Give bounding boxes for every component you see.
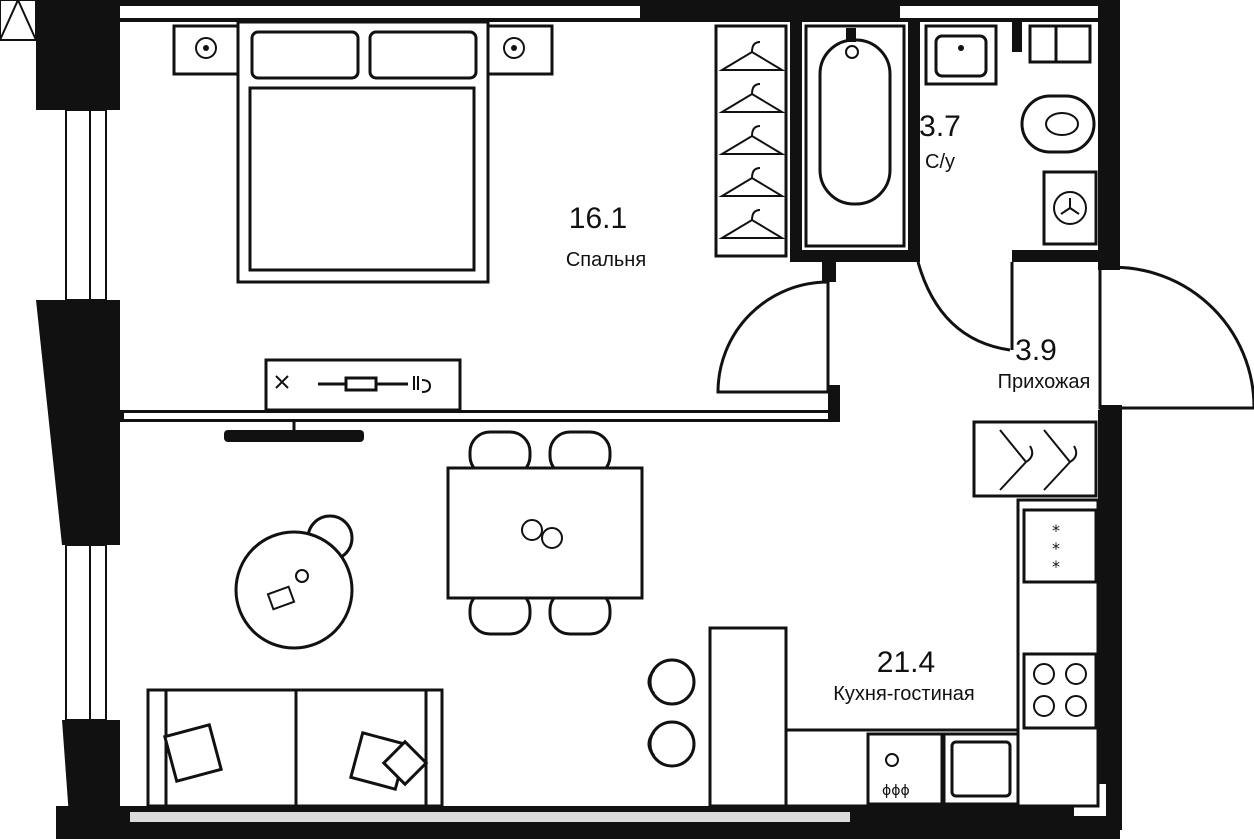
hall-wardrobe	[972, 420, 1098, 498]
pillow-left	[250, 30, 360, 80]
wc-wall-stub	[1012, 22, 1022, 52]
bathroom-fixtures	[804, 24, 1098, 248]
hall-closet	[972, 420, 1098, 498]
dining-table	[446, 466, 644, 600]
bathtub-basin	[818, 38, 892, 206]
entrance-door	[1098, 265, 1254, 410]
device-icon	[413, 376, 432, 393]
bar-counter	[708, 626, 788, 808]
hood	[1022, 508, 1098, 584]
corner-marker	[0, 0, 37, 41]
bath-name: С/у	[925, 151, 955, 173]
exterior-walls	[0, 0, 1122, 839]
right-wall-upper	[1098, 0, 1120, 270]
left-wall-middle	[36, 300, 120, 545]
dishwasher	[866, 732, 944, 806]
hall-wall-stub	[828, 385, 840, 422]
cushion	[162, 722, 224, 784]
svg-text:ϕϕϕ: ϕϕϕ	[882, 783, 910, 799]
coffee-table	[234, 514, 354, 650]
shelf	[1028, 24, 1092, 64]
bath-wc-wall	[908, 22, 920, 262]
bath-tap	[846, 28, 856, 42]
top-wall-window-2	[900, 6, 1100, 18]
left-window-top	[65, 109, 107, 301]
room-labels: 16.1 Спальня 3.7 С/у 3.9 Прихожая 21.4 К…	[566, 110, 1091, 705]
bottom-wall	[56, 806, 1120, 839]
hall-area: 3.9	[1015, 334, 1057, 367]
blanket	[248, 86, 476, 272]
top-wall-window	[120, 6, 640, 18]
cooktop	[1022, 652, 1098, 730]
bedroom-furniture	[172, 20, 788, 442]
bedroom-area: 16.1	[569, 202, 627, 235]
bar-stool	[648, 720, 696, 768]
svg-text:*: *	[1052, 539, 1060, 558]
bedroom-bath-wall	[790, 22, 802, 262]
svg-text:*: *	[1052, 557, 1060, 576]
round-table	[234, 530, 354, 650]
hall-name: Прихожая	[998, 371, 1091, 393]
pillow-right	[368, 30, 478, 80]
living-area: 21.4	[877, 646, 935, 679]
bath-bottom-wall	[790, 250, 920, 262]
living-name: Кухня-гостиная	[833, 683, 975, 705]
right-wall-lower	[1098, 410, 1122, 830]
bath-door	[916, 261, 1011, 352]
bedroom-name: Спальня	[566, 249, 646, 271]
nightstand-right	[486, 24, 554, 76]
cushion	[381, 739, 429, 787]
bottom-wall-window	[130, 812, 850, 822]
hanger-icons	[718, 41, 786, 239]
left-wall-top	[36, 0, 120, 110]
left-wall-bottom	[62, 720, 120, 830]
plant-icon	[275, 375, 289, 389]
tv	[224, 430, 364, 442]
wc-bottom-wall	[1012, 250, 1112, 262]
toilet	[1020, 94, 1096, 154]
bar-stool	[648, 658, 696, 706]
bedroom-door	[716, 280, 830, 394]
doors	[716, 261, 1254, 410]
dining-set	[446, 430, 644, 636]
left-window-bottom	[65, 544, 107, 721]
kitchen: * * * ϕϕϕ	[647, 498, 1100, 808]
svg-text:*: *	[1052, 521, 1060, 540]
bath-wall-stub	[822, 262, 836, 282]
sofa	[146, 688, 444, 808]
bath-area: 3.7	[919, 110, 961, 143]
